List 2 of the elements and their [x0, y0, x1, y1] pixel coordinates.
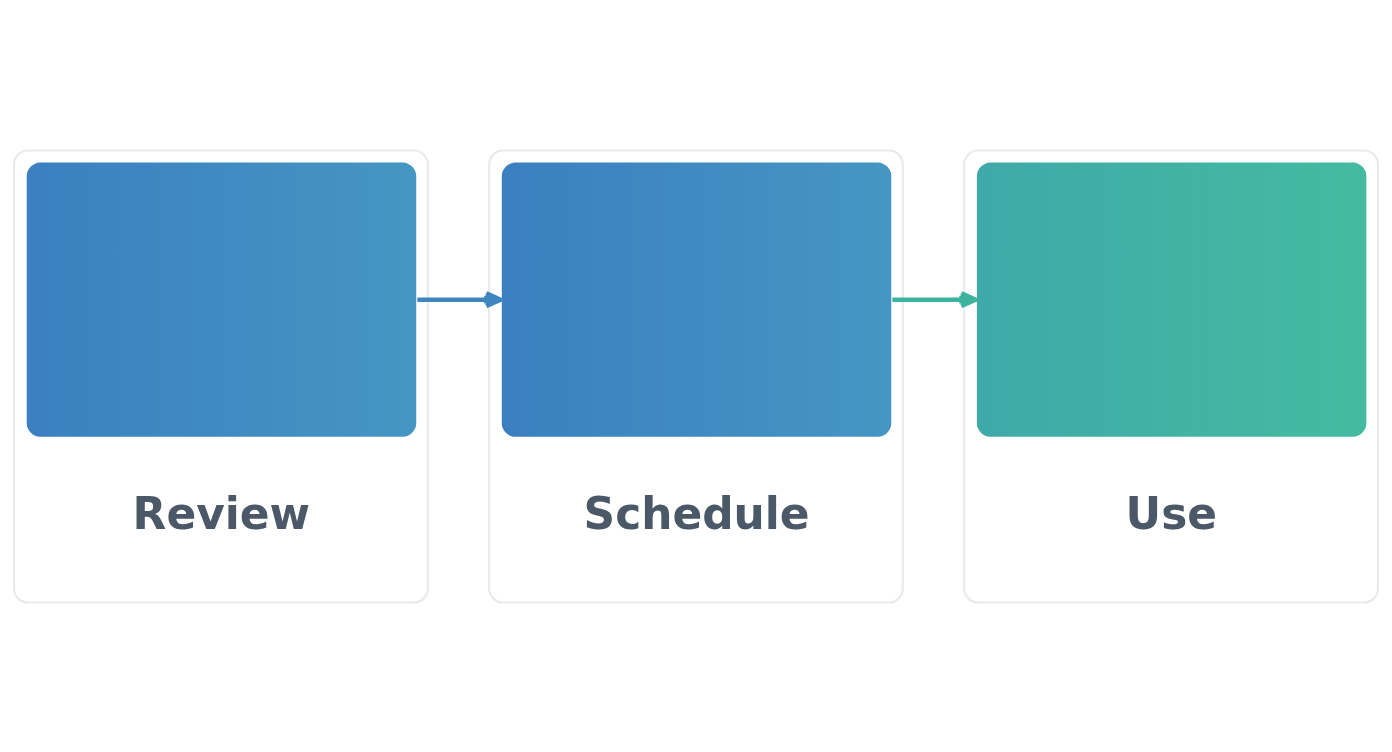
arrow [417, 290, 503, 308]
arrow [892, 290, 978, 308]
